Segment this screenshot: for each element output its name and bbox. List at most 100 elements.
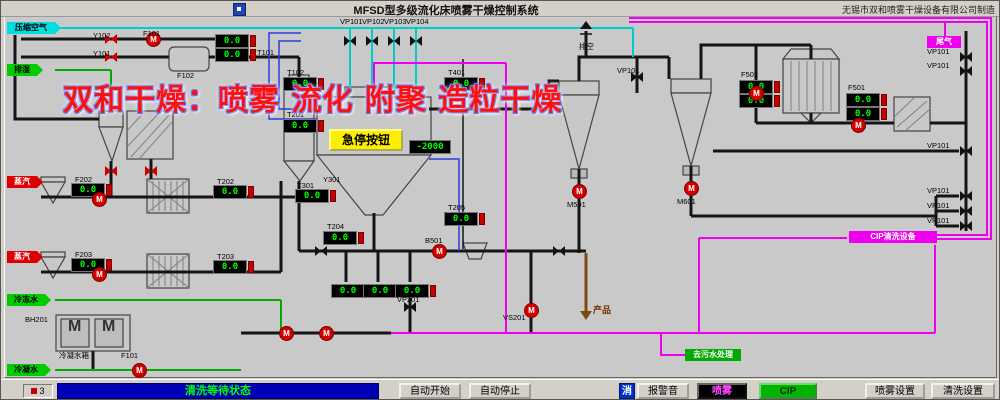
device-label: VP104 (406, 17, 429, 26)
device-label: F203 (75, 250, 93, 259)
setpoint-button[interactable] (330, 190, 336, 202)
tag-compressed-air-arrow (55, 22, 61, 34)
setpoint-button[interactable] (774, 95, 780, 107)
device-label: 产品 (593, 305, 612, 315)
digital-display: 0.0 (444, 77, 485, 91)
tag-steam-2: 蒸汽 (7, 251, 37, 263)
tag-exhaust-damp-arrow (37, 64, 43, 76)
setpoint-button[interactable] (479, 213, 485, 225)
device-label: M (102, 318, 116, 335)
setpoint-button[interactable] (248, 261, 254, 273)
page-indicator[interactable]: 3 (23, 384, 53, 398)
tag-steam-1-arrow (37, 176, 43, 188)
valve-icon[interactable] (366, 36, 378, 46)
mute-button[interactable]: 消 (619, 383, 635, 399)
tag-steam-2-arrow (37, 251, 43, 263)
fan-motor-icon[interactable]: M (92, 267, 107, 282)
display-value: 0.0 (79, 185, 97, 195)
setpoint-button[interactable] (248, 186, 254, 198)
digital-display: 0.0 (215, 34, 256, 48)
fan-motor-icon[interactable]: M (92, 192, 107, 207)
manufacturer-label: 无锡市双和喷雾干燥设备有限公司制造 (841, 5, 995, 15)
device-label: M601 (677, 197, 696, 206)
device-label: F202 (75, 175, 93, 184)
display-value: 0.0 (291, 79, 309, 89)
digital-display: 0.0 (215, 48, 256, 62)
setpoint-button[interactable] (250, 35, 256, 47)
digital-display: 0.0 (295, 189, 336, 203)
device-label: F101 (121, 351, 139, 360)
device-label: T101 (257, 48, 275, 57)
digital-display: 0.0 (213, 185, 254, 199)
digital-display: 0.0 (283, 119, 324, 133)
spray-settings-button[interactable]: 喷雾设置 (865, 383, 925, 399)
setpoint-button[interactable] (479, 78, 485, 90)
valve-icon[interactable] (410, 36, 422, 46)
alarm-sound-button[interactable]: 报警音 (637, 383, 689, 399)
valve-icon[interactable] (960, 206, 972, 216)
digital-display: 0.0 (323, 231, 364, 245)
fan-motor-icon[interactable]: M (572, 184, 587, 199)
digital-display: 0.0 (331, 284, 372, 298)
display-value: 0.0 (79, 260, 97, 270)
setpoint-button[interactable] (774, 81, 780, 93)
device-label: M501 (567, 200, 586, 209)
fan-motor-icon[interactable]: M (279, 326, 294, 341)
auto-start-button[interactable]: 自动开始 (399, 383, 461, 399)
device-label: VP101 (927, 201, 950, 210)
valve-icon[interactable] (960, 66, 972, 76)
fan-motor-icon[interactable]: M (132, 363, 147, 378)
setpoint-button[interactable] (881, 108, 887, 120)
display-value: 0.0 (452, 214, 470, 224)
fan-motor-icon[interactable]: M (319, 326, 334, 341)
valve-icon[interactable] (960, 221, 972, 231)
tag-chilled-water-arrow (45, 294, 51, 306)
valve-icon[interactable] (145, 166, 157, 176)
device-label: VP101 (927, 61, 950, 70)
setpoint-button[interactable] (106, 184, 112, 196)
device-label: Y301 (323, 175, 341, 184)
emergency-stop-button[interactable]: 急停按钮 (329, 129, 403, 151)
device-label: VP101 (927, 186, 950, 195)
device-label: T301 (297, 181, 315, 190)
tag-steam-1: 蒸汽 (7, 176, 37, 188)
wash-settings-button[interactable]: 清洗设置 (931, 383, 995, 399)
setpoint-button[interactable] (430, 285, 436, 297)
valve-icon[interactable] (960, 146, 972, 156)
device-label: Y102 (93, 31, 111, 40)
page-indicator-value: 3 (39, 386, 45, 396)
setpoint-button[interactable] (881, 94, 887, 106)
valve-icon[interactable] (105, 166, 117, 176)
setpoint-button[interactable] (318, 120, 324, 132)
valve-icon[interactable] (344, 36, 356, 46)
fan-motor-icon[interactable]: M (432, 244, 447, 259)
valve-icon[interactable] (960, 191, 972, 201)
device-label: VS201 (503, 313, 526, 322)
digital-display: 0.0 (846, 93, 887, 107)
setpoint-button[interactable] (106, 259, 112, 271)
fan-motor-icon[interactable]: M (851, 118, 866, 133)
setpoint-button[interactable] (318, 78, 324, 90)
device-label: VP102 (362, 17, 385, 26)
fan-motor-icon[interactable]: M (542, 87, 557, 102)
valve-icon[interactable] (960, 52, 972, 62)
tag-compressed-air: 压缩空气 (7, 22, 55, 34)
valve-icon[interactable] (553, 246, 565, 256)
digital-display: 0.0 (444, 212, 485, 226)
setpoint-button[interactable] (250, 49, 256, 61)
display-value: -2000 (416, 142, 444, 152)
cip-button[interactable]: CIP (759, 383, 817, 399)
fan-motor-icon[interactable]: M (749, 86, 764, 101)
setpoint-button[interactable] (358, 232, 364, 244)
fan-motor-icon[interactable]: M (524, 303, 539, 318)
device-label: F102 (177, 71, 195, 80)
device-label: M (68, 318, 82, 335)
device-label: VP201 (397, 295, 420, 304)
valve-icon[interactable] (315, 246, 327, 256)
fan-motor-icon[interactable]: M (684, 181, 699, 196)
auto-stop-button[interactable]: 自动停止 (469, 383, 531, 399)
valve-icon[interactable] (388, 36, 400, 46)
tag-chilled-water: 冷冻水 (7, 294, 45, 306)
spray-button[interactable]: 喷雾 (697, 383, 747, 399)
